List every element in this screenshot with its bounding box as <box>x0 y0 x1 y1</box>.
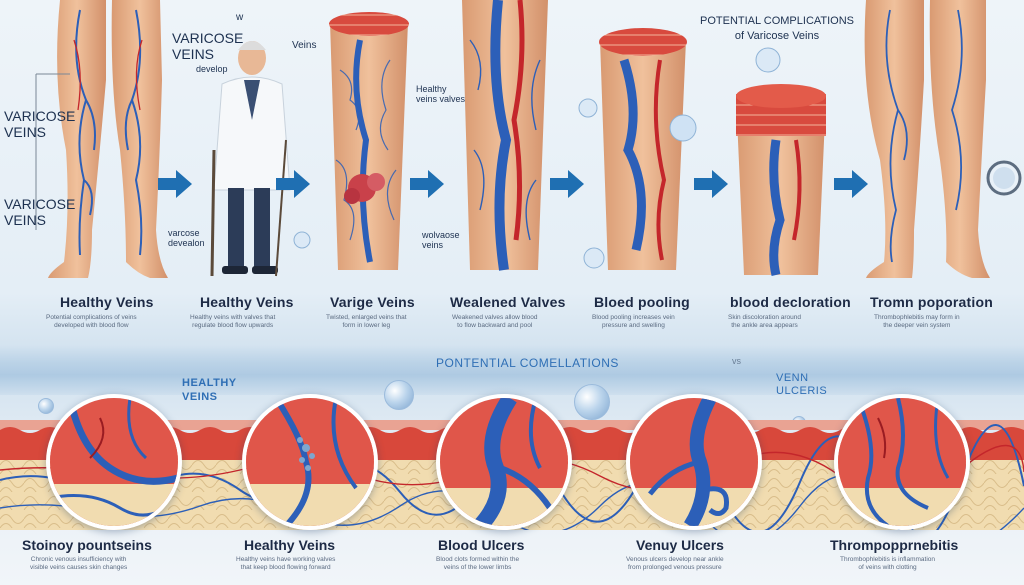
complication-title-5: Thrompopprnebitis <box>830 537 959 553</box>
leg-section-4 <box>736 84 826 277</box>
venn-ulceris-callout: VENN ULCERIS <box>776 372 828 397</box>
complication-circle-4 <box>626 394 762 530</box>
stage-title-2: Healthy Veins <box>200 294 294 310</box>
right-legs <box>864 0 990 278</box>
complication-title-1: Stoinoy pountseins <box>22 537 152 553</box>
complication-title-4: Venuy Ulcers <box>636 537 724 553</box>
right-arrow-icon <box>410 170 444 198</box>
complication-desc-3: Blood clots formed within the veins of t… <box>436 556 520 571</box>
leg-section-2 <box>462 0 548 271</box>
complication-circle-3 <box>436 394 572 530</box>
stage-title-7: Tromn poporation <box>870 294 993 310</box>
stage-title-4: Wealened Valves <box>450 294 566 310</box>
right-arrow-icon <box>158 170 192 198</box>
right-arrow-icon <box>694 170 728 198</box>
middle-band <box>0 345 1024 395</box>
complication-circle-1 <box>46 394 182 530</box>
leg-section-1 <box>329 12 409 270</box>
complication-desc-4: Venous ulcers develop near ankle from pr… <box>626 556 724 571</box>
healthy-veins-callout: HEALTHY VEINS <box>182 377 237 403</box>
leg-section-3 <box>599 28 687 270</box>
complication-desc-1: Chronic venous insufficiency with visibl… <box>30 556 128 571</box>
complications-banner: PONTENTIAL COMELLATIONS <box>436 356 619 370</box>
varcose-devealon-label: varcose devealon <box>168 228 205 248</box>
develop-sublabel: develop <box>196 64 228 74</box>
w-mark: w <box>236 12 244 23</box>
legs-scene <box>35 0 1022 278</box>
bubble-icon <box>384 380 414 410</box>
right-arrow-icon <box>276 170 310 198</box>
left-legs <box>48 0 168 278</box>
stage-desc-6: Skin discoloration around the ankle area… <box>728 314 801 329</box>
healthy-veins-valves-label: Healthy veins valves <box>416 84 466 104</box>
right-arrow-icon <box>550 170 584 198</box>
varicose-veins-label-a: VARICOSE VEINS <box>4 108 76 140</box>
complication-title-2: Healthy Veins <box>244 537 336 553</box>
bubble-icon <box>574 384 610 420</box>
complication-title-3: Blood Ulcers <box>438 537 525 553</box>
stage-title-3: Varige Veins <box>330 294 415 310</box>
complication-circle-5 <box>834 394 970 530</box>
vs-mark: vs <box>732 356 741 366</box>
bubble-icon <box>578 98 598 118</box>
doctor-figure <box>210 41 291 277</box>
bubble-icon <box>583 247 605 269</box>
magnifier-icon <box>986 160 1022 196</box>
complication-desc-5: Thrombophlebitis is inflammation of vein… <box>840 556 936 571</box>
varicose-veins-develop-label: VARICOSE VEINS <box>172 30 244 62</box>
veins-label: Veins <box>292 40 317 51</box>
stage-desc-1: Potential complications of veins develop… <box>46 314 137 329</box>
wolvaose-veins-label: wolvaose veins <box>422 230 460 250</box>
stage-desc-7: Thrombophlebitis may form in the deeper … <box>874 314 960 329</box>
bubble-icon <box>755 47 781 73</box>
stage-title-6: blood decloration <box>730 294 851 310</box>
stage-desc-4: Weakened valves allow blood to flow back… <box>452 314 538 329</box>
stage-desc-2: Healthy veins with valves that regulate … <box>190 314 276 329</box>
stage-title-1: Healthy Veins <box>60 294 154 310</box>
top-illustration <box>0 0 1024 290</box>
complication-circle-2 <box>242 394 378 530</box>
stage-desc-5: Blood pooling increases vein pressure an… <box>592 314 675 329</box>
varicose-veins-label-b: VARICOSE VEINS <box>4 196 76 228</box>
bubble-icon <box>293 231 311 249</box>
complication-desc-2: Healthy veins have working valves that k… <box>236 556 336 571</box>
potential-complications-header: POTENTIAL COMPLICATIONS of Varicose Vein… <box>700 15 855 42</box>
stage-title-5: Bloed pooling <box>594 294 690 310</box>
bubble-icon <box>669 114 697 142</box>
stage-desc-3: Twisted, enlarged veins that form in low… <box>326 314 407 329</box>
right-arrow-icon <box>834 170 868 198</box>
bubble-icon <box>38 398 54 414</box>
